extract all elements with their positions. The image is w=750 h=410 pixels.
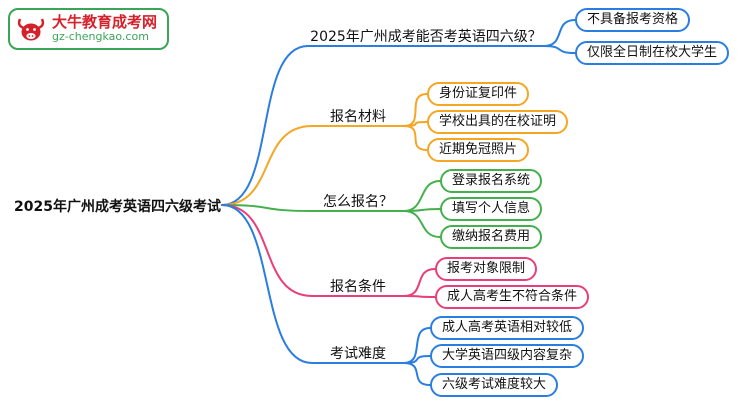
leaf-node[interactable]: 六级考试难度较大 bbox=[430, 373, 559, 397]
child-line bbox=[403, 180, 441, 212]
leaf-node[interactable]: 报考对象限制 bbox=[435, 257, 538, 281]
child-line bbox=[403, 327, 431, 364]
child-line bbox=[403, 295, 436, 298]
child-line bbox=[403, 268, 436, 297]
branch-label[interactable]: 考试难度 bbox=[330, 346, 386, 362]
branch-label[interactable]: 报名条件 bbox=[330, 279, 386, 295]
branch-label[interactable]: 报名材料 bbox=[330, 109, 386, 125]
leaf-node[interactable]: 学校出具的在校证明 bbox=[427, 110, 569, 134]
branch-label[interactable]: 怎么报名？ bbox=[323, 194, 393, 210]
leaf-node[interactable]: 不具备报考资格 bbox=[575, 8, 691, 32]
child-line bbox=[403, 355, 431, 364]
child-line bbox=[403, 93, 428, 127]
site-logo[interactable]: 大牛教育成考网 gz-chengkao.com bbox=[8, 8, 170, 50]
logo-title: 大牛教育成考网 bbox=[52, 13, 158, 32]
leaf-node[interactable]: 成人高考英语相对较低 bbox=[430, 316, 585, 340]
child-line bbox=[403, 121, 428, 127]
logo-url: gz-chengkao.com bbox=[52, 30, 149, 44]
logo-text: 大牛教育成考网 gz-chengkao.com bbox=[52, 13, 158, 44]
leaf-node[interactable]: 成人高考生不符合条件 bbox=[435, 285, 590, 309]
leaf-node[interactable]: 仅限全日制在校大学生 bbox=[575, 41, 730, 65]
leaf-node[interactable]: 近期免冠照片 bbox=[427, 138, 530, 162]
root-node[interactable]: 2025年广州成考英语四六级考试 bbox=[14, 199, 221, 215]
leaf-node[interactable]: 登录报名系统 bbox=[440, 169, 543, 193]
bull-icon bbox=[17, 18, 45, 41]
leaf-node[interactable]: 身份证复印件 bbox=[427, 82, 530, 106]
child-line bbox=[403, 208, 441, 212]
child-line bbox=[543, 19, 576, 47]
child-line bbox=[403, 362, 431, 386]
child-line bbox=[543, 45, 576, 54]
leaf-node[interactable]: 填写个人信息 bbox=[440, 197, 543, 221]
leaf-node[interactable]: 缴纳报名费用 bbox=[440, 225, 543, 249]
leaf-node[interactable]: 大学英语四级内容复杂 bbox=[430, 344, 585, 368]
child-line bbox=[403, 210, 441, 238]
branch-label[interactable]: 2025年广州成考能否考英语四六级？ bbox=[310, 29, 542, 45]
child-line bbox=[403, 125, 428, 151]
